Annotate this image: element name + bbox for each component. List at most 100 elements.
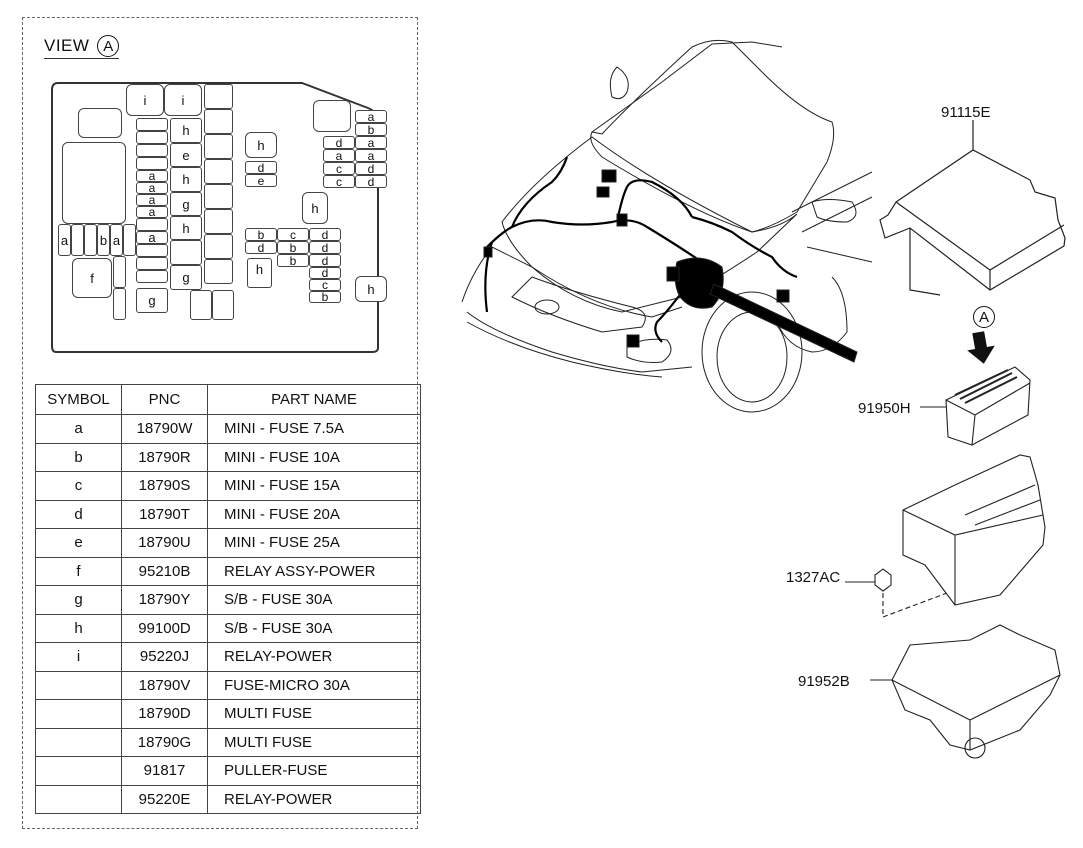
drain-port	[964, 737, 986, 759]
fuse-slot: d	[355, 162, 387, 175]
pnc-cell: 99100D	[121, 613, 208, 643]
column-header-pnc: PNC	[121, 384, 208, 415]
fuse-slot: e	[170, 143, 202, 167]
part-name-cell: S/B - FUSE 30A	[207, 585, 421, 615]
fuse-slot-blank	[204, 109, 233, 134]
part-name-cell: FUSE-MICRO 30A	[207, 670, 421, 700]
fuse-slot: h	[247, 258, 272, 288]
block-outline	[945, 366, 1031, 446]
fuse-slot-blank	[136, 131, 168, 144]
pnc-cell: 18790T	[121, 499, 208, 529]
part-name-cell: RELAY-POWER	[207, 784, 421, 814]
fuse-slot: h	[245, 132, 277, 158]
fuse-box-layout: i i a a a a a g h e h g h g a b a f h d …	[50, 80, 392, 353]
part-name-cell: RELAY-POWER	[207, 642, 421, 672]
fuse-slot-blank	[204, 184, 233, 209]
hood-outline	[501, 136, 798, 313]
view-marker: A	[97, 35, 120, 57]
fuse-slot-blank	[204, 159, 233, 184]
symbol-cell: i	[35, 642, 122, 672]
fuse-slot: b	[309, 291, 341, 303]
connector	[596, 186, 610, 198]
grille	[511, 276, 646, 333]
pnc-cell: 18790R	[121, 442, 208, 472]
pnc-cell: 18790D	[121, 699, 208, 729]
fuse-slot-blank	[190, 290, 212, 320]
junction-box-location	[674, 257, 724, 309]
fuse-slot-blank	[313, 100, 351, 132]
view-title: VIEW A	[44, 35, 120, 59]
fuse-slot: b	[277, 254, 309, 267]
fuse-slot: a	[58, 224, 71, 256]
fuse-slot: d	[309, 254, 341, 267]
leader-ribbon	[709, 283, 858, 363]
nut-axis-line	[882, 574, 996, 618]
fuse-slot: h	[302, 192, 328, 224]
fuse-slot: h	[355, 276, 387, 302]
symbol-cell: a	[35, 414, 122, 444]
part-name-cell: MINI - FUSE 7.5A	[207, 414, 421, 444]
lower-cover-illustration	[870, 624, 1061, 759]
nut-icon	[874, 568, 892, 592]
fuse-slot-blank	[204, 259, 233, 284]
fuse-slot-blank	[212, 290, 234, 320]
fuse-slot: g	[170, 265, 202, 290]
fuse-slot-blank	[136, 244, 168, 257]
fuse-slot: a	[136, 194, 168, 206]
fuse-slot: h	[170, 118, 202, 143]
fuse-slot-blank	[78, 108, 122, 138]
fuse-slot: g	[136, 288, 168, 313]
part-name-cell: MINI - FUSE 15A	[207, 471, 421, 501]
fuse-slot: h	[170, 216, 202, 240]
fuse-slot: c	[323, 162, 355, 175]
pnc-cell: 18790S	[121, 471, 208, 501]
fuse-slot-blank	[123, 224, 136, 256]
callout-cover: 91115E	[941, 104, 991, 121]
symbol-cell	[35, 670, 122, 700]
symbol-cell: b	[35, 442, 122, 472]
pnc-cell: 95220E	[121, 784, 208, 814]
fuse-slot-blank	[113, 256, 126, 288]
fuse-slot: d	[309, 228, 341, 241]
fuse-slot: d	[355, 175, 387, 188]
fuse-slot: b	[97, 224, 110, 256]
fuse-slot-blank	[136, 218, 168, 231]
relay-slot: f	[72, 258, 112, 298]
fuse-slot: g	[170, 192, 202, 216]
pnc-cell: 18790G	[121, 727, 208, 757]
fuse-slot: a	[136, 170, 168, 182]
symbol-cell	[35, 784, 122, 814]
fuse-slot: b	[355, 123, 387, 136]
part-name-cell: MULTI FUSE	[207, 699, 421, 729]
fuse-slot: d	[309, 267, 341, 279]
fuse-slot: a	[136, 206, 168, 218]
view-a-marker: A	[973, 306, 995, 328]
table-header-row: SYMBOL PNC PART NAME	[35, 384, 421, 415]
fuse-slot-blank	[136, 144, 168, 157]
part-name-cell: S/B - FUSE 30A	[207, 613, 421, 643]
fuse-slot-blank	[204, 134, 233, 159]
left-mirror	[609, 66, 629, 100]
fuse-slot: a	[136, 231, 168, 244]
fuse-slot-blank	[136, 157, 168, 170]
a-pillar-line	[591, 41, 783, 133]
right-mirror	[811, 199, 857, 223]
fuse-slot: c	[309, 279, 341, 291]
fuse-slot: d	[323, 136, 355, 149]
housing-outline	[902, 454, 1046, 606]
lower-housing-illustration	[845, 454, 1046, 618]
down-arrow-icon	[967, 331, 995, 364]
fuse-box-cover-illustration	[879, 120, 1066, 296]
